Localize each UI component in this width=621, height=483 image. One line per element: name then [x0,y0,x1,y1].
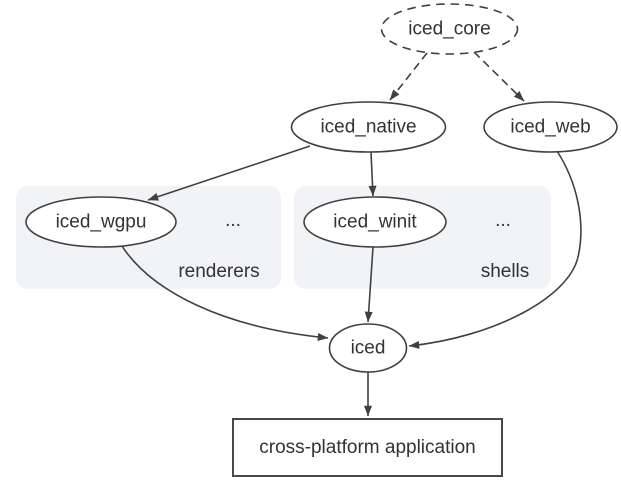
node-cross-platform-application-box [232,418,503,477]
node-iced_winit-label: iced_winit [333,212,417,233]
node-iced_web-ellipse [483,101,618,153]
renderers-ellipsis: ... [225,210,241,231]
node-cross-platform-application-label: cross-platform application [259,437,475,458]
edge-iced_web-to-iced [408,150,582,349]
renderers-group-label: renderers [178,261,259,282]
node-iced-ellipse [328,323,408,373]
shells-group-label: shells [481,261,530,282]
edge-iced_core-to-iced_web [473,51,525,102]
node-iced-label: iced [351,338,386,359]
node-iced_web-label: iced_web [510,117,590,138]
shells-ellipsis: ... [495,210,511,231]
edge-iced_native-to-iced_winit [368,151,377,197]
edge-iced_native-to-iced_wgpu [147,145,311,201]
node-iced_core-ellipse [380,3,519,55]
edge-iced_core-to-iced_native [389,52,428,101]
node-iced_wgpu-label: iced_wgpu [56,212,147,233]
node-iced_native-ellipse [290,101,447,153]
node-iced_native-label: iced_native [320,117,416,138]
node-iced_core-label: iced_core [408,19,490,40]
edge-iced_wgpu-to-iced [119,242,329,341]
node-iced_winit-ellipse [303,196,447,248]
node-iced_wgpu-ellipse [25,196,177,248]
edge-iced_winit-to-iced [364,246,374,323]
